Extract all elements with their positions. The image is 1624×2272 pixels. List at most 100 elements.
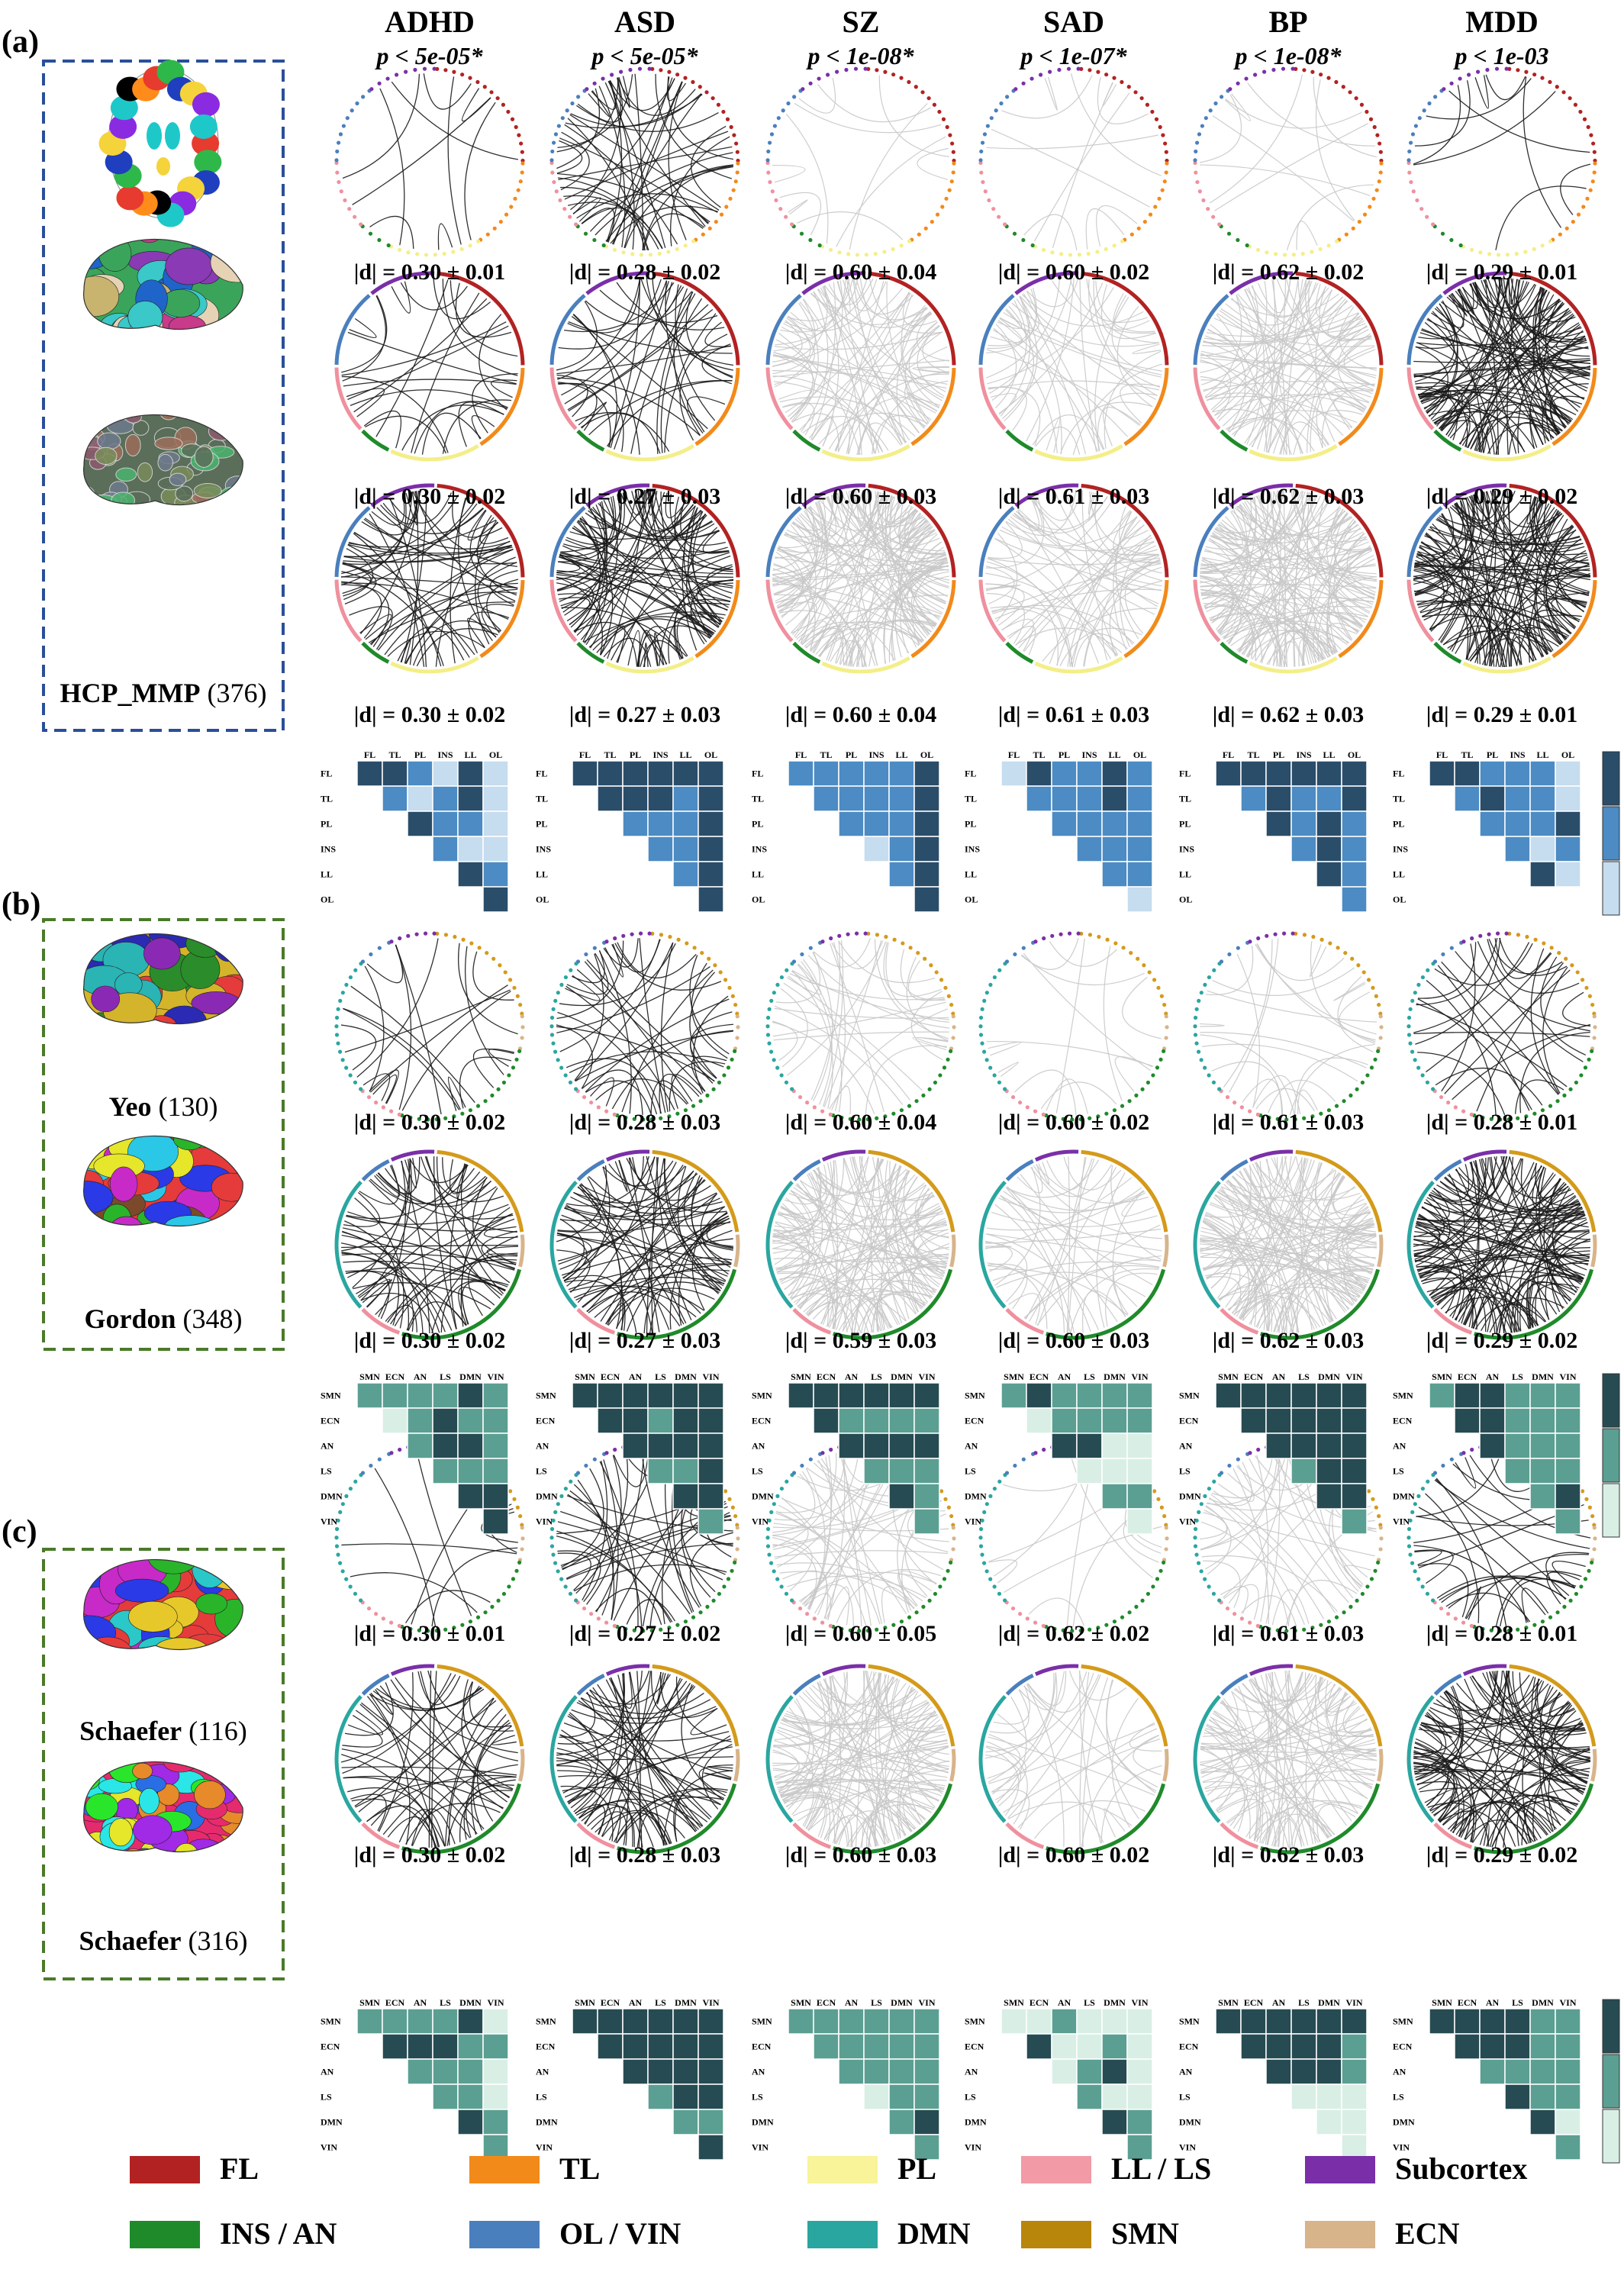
heatmap-col-label: DMN <box>1104 1371 1126 1382</box>
heatmap-col-label: AN <box>414 1371 427 1382</box>
heatmap-col-label: LS <box>655 1371 666 1382</box>
heatmap-cell <box>888 785 915 812</box>
heatmap-cell <box>432 836 459 862</box>
heatmap-row-label: VIN <box>1393 2142 1410 2153</box>
heatmap-col-label: OL <box>920 749 933 760</box>
heatmap-row-label: ECN <box>752 1416 772 1426</box>
effect-size-label: |d| = 0.29 ± 0.01 <box>1426 259 1577 285</box>
heatmap-cell <box>1316 1432 1342 1459</box>
heatmap-cell <box>1504 2058 1531 2085</box>
heatmap-cell <box>597 2033 624 2060</box>
heatmap-cell <box>1126 1508 1153 1535</box>
heatmap-col-label: SMN <box>1218 1997 1239 2008</box>
heatmap-row-label: VIN <box>321 2142 337 2153</box>
heatmap-cell <box>1126 2058 1153 2085</box>
heatmap-cell <box>432 1458 459 1484</box>
heatmap-cell <box>838 1432 865 1459</box>
heatmap-cell <box>914 836 940 862</box>
heatmap-col-label: VIN <box>1131 1997 1148 2008</box>
chord-diagram <box>334 66 525 257</box>
heatmap-cell <box>1316 1458 1342 1484</box>
heatmap-row-label: PL <box>321 819 332 830</box>
chord-diagram <box>978 1664 1169 1855</box>
heatmap-cell <box>1101 760 1128 787</box>
heatmap-col-label: SMN <box>791 1371 811 1382</box>
legend-swatch <box>469 2221 540 2248</box>
panel-label-c: (c) <box>2 1514 37 1549</box>
heatmap-cell <box>1479 811 1506 837</box>
heatmap-cell <box>914 2033 940 2060</box>
heatmap-cell <box>647 760 674 787</box>
heatmap-col-label: AN <box>629 1997 643 2008</box>
heatmap-cell <box>863 1382 890 1409</box>
heatmap-row-label: AN <box>1179 2067 1193 2077</box>
heatmap-cell <box>647 2033 674 2060</box>
heatmap-cell <box>1529 1382 1556 1409</box>
heatmap-cell <box>1290 785 1317 812</box>
heatmap-col-label: DMN <box>1532 1997 1554 2008</box>
heatmap-cell <box>1215 1382 1242 1409</box>
heatmap-cell <box>1479 1382 1506 1409</box>
heatmap-cell <box>1265 2033 1292 2060</box>
heatmap-cell <box>407 1382 433 1409</box>
heatmap-cell <box>1076 836 1103 862</box>
heatmap-cell <box>1101 2083 1128 2110</box>
heatmap-row-label: PL <box>1179 819 1191 830</box>
heatmap-row-label: INS <box>752 844 767 855</box>
heatmap-cell <box>1026 2008 1052 2035</box>
legend-item: TL <box>469 2151 600 2186</box>
heatmap-col-label: VIN <box>918 1997 935 2008</box>
heatmap-row-label: VIN <box>1393 1516 1410 1527</box>
heatmap-cell <box>914 2008 940 2035</box>
heatmap-cell <box>1504 811 1531 837</box>
heatmap-cell <box>698 1483 724 1510</box>
effect-size-label: |d| = 0.30 ± 0.02 <box>354 1328 505 1353</box>
heatmap-row-label: DMN <box>752 1491 774 1502</box>
heatmap-col-label: PL <box>630 749 641 760</box>
atlas-name: Yeo <box>109 1091 152 1122</box>
chord-diagram <box>978 1442 1169 1633</box>
heatmap-cell <box>1429 760 1455 787</box>
legend-item: LL / LS <box>1021 2151 1211 2186</box>
heatmap-row-label: DMN <box>321 1491 343 1502</box>
effect-size-label: |d| = 0.28 ± 0.03 <box>569 1842 720 1868</box>
heatmap-col-label: SMN <box>1432 1371 1452 1382</box>
chord-diagram <box>1406 931 1597 1122</box>
heatmap-cell <box>672 1483 699 1510</box>
legend-label: OL / VIN <box>559 2216 681 2251</box>
heatmap-col-label: ECN <box>385 1371 405 1382</box>
legend-label: SMN <box>1111 2216 1179 2251</box>
heatmap-row-label: LL <box>536 869 548 880</box>
chord-diagram <box>978 483 1169 674</box>
heatmap-col-label: TL <box>1461 749 1473 760</box>
legend-swatch <box>1021 2156 1091 2183</box>
heatmap-cell <box>1316 836 1342 862</box>
heatmap-cell <box>672 1432 699 1459</box>
heatmap-cell <box>914 886 940 913</box>
heatmap-cell <box>1341 811 1368 837</box>
heatmap-cell <box>457 1432 484 1459</box>
legend-label: FL <box>220 2151 259 2186</box>
heatmap-row-label: AN <box>1393 1441 1406 1452</box>
heatmap-cell <box>788 760 814 787</box>
column-p-value: p < 5e-05* <box>374 42 483 69</box>
heatmap-cell <box>698 1382 724 1409</box>
heatmap-col-label: LS <box>1512 1371 1523 1382</box>
heatmap-col-label: AN <box>1272 1997 1286 2008</box>
heatmap-cell <box>1555 1458 1581 1484</box>
heatmap-row-label: TL <box>321 794 333 804</box>
heatmap-row-label: LS <box>536 1466 547 1477</box>
heatmap-col-label: LL <box>1536 749 1548 760</box>
heatmap-cell <box>647 2008 674 2035</box>
heatmap-cell <box>482 1407 509 1434</box>
heatmap-cell <box>813 1382 839 1409</box>
effect-size-label: |d| = 0.27 ± 0.03 <box>569 484 720 509</box>
heatmap-cell <box>1265 1382 1292 1409</box>
heatmap-row-label: FL <box>752 769 763 779</box>
effect-size-label: |d| = 0.62 ± 0.02 <box>998 1621 1149 1646</box>
heatmap-cell <box>838 2058 865 2085</box>
heatmap-cell <box>432 2083 459 2110</box>
